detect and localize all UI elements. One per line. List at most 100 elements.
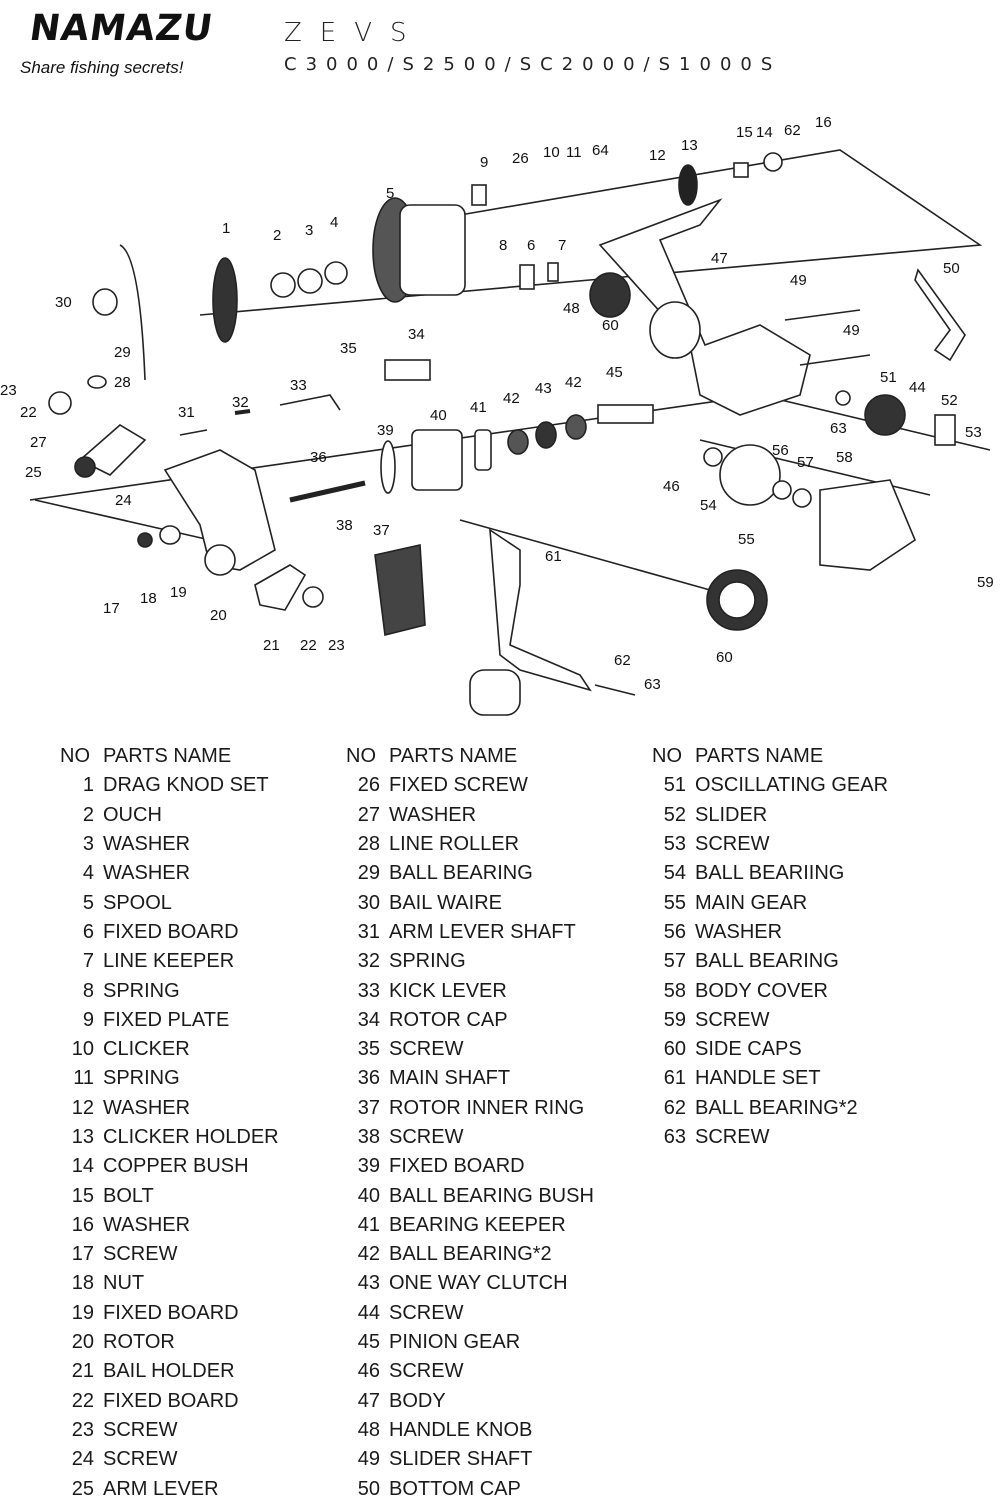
part-name: WASHER (103, 1096, 191, 1119)
bail-wire-part (119, 244, 146, 381)
callout-16: 16 (815, 114, 832, 131)
part-number: 29 (357, 862, 380, 885)
part-number: 26 (357, 774, 380, 797)
part-number: 57 (663, 950, 686, 973)
callout-8: 8 (499, 237, 507, 254)
part-number: 17 (71, 1243, 94, 1266)
part-name: FIXED PLATE (103, 1008, 230, 1031)
header-parts-name: PARTS NAME (695, 745, 824, 768)
table-row: 13 CLICKER HOLDER (60, 1123, 380, 1152)
part-number: 37 (357, 1096, 380, 1119)
header-no: NO (652, 745, 682, 768)
body-group (589, 198, 966, 446)
part-name: FIXED BOARD (103, 1389, 239, 1412)
callout-32: 32 (232, 394, 249, 411)
callout-56: 56 (772, 442, 789, 459)
part-name: OUCH (103, 803, 162, 826)
part-name: SCREW (389, 1038, 464, 1061)
part-name: SIDE CAPS (695, 1038, 802, 1061)
callout-9: 9 (480, 154, 488, 171)
part-name: WASHER (103, 862, 191, 885)
part-number: 33 (357, 979, 380, 1002)
callout-39: 39 (377, 422, 394, 439)
part-name: SCREW (103, 1243, 178, 1266)
callout-45: 45 (606, 364, 623, 381)
table-row: 54 BALL BEARIING (652, 859, 972, 888)
part-name: BODY (389, 1389, 446, 1412)
callout-60: 60 (602, 317, 619, 334)
gear-group (703, 444, 916, 631)
part-number: 14 (71, 1155, 94, 1178)
callout-42: 42 (503, 390, 520, 407)
part-name: COPPER BUSH (103, 1155, 249, 1178)
part-number: 35 (357, 1038, 380, 1061)
part-number: 13 (71, 1126, 94, 1148)
callout-37: 37 (373, 522, 390, 539)
callout-53: 53 (965, 424, 982, 441)
line-keeper-part (547, 262, 559, 282)
side-cap-inner (718, 581, 756, 619)
part-number: 49 (357, 1448, 380, 1471)
brand-logo: NAMAZU Share fishing secrets! (18, 6, 248, 82)
bottom-cap-part (914, 268, 966, 362)
ball-bearing-part-2 (565, 414, 587, 440)
logo-text: NAMAZU (27, 8, 216, 49)
rotor-part (163, 449, 276, 571)
part-name: SLIDER SHAFT (389, 1448, 533, 1471)
callout-57: 57 (797, 454, 814, 471)
part-name: FIXED BOARD (103, 1301, 239, 1324)
main-gear-part (719, 444, 781, 506)
part-name: MAIN SHAFT (389, 1067, 511, 1090)
part-name: DRAG KNOD SET (103, 774, 269, 797)
fixed-board-part-22 (302, 586, 324, 608)
callout-40: 40 (430, 407, 447, 424)
part-number: 28 (357, 833, 380, 856)
part-name: FIXED SCREW (389, 774, 528, 797)
callout-1: 1 (222, 220, 230, 237)
part-number: 18 (71, 1272, 94, 1295)
part-name: BEARING KEEPER (389, 1213, 566, 1236)
ball-bearing-part (507, 429, 529, 455)
part-number: 10 (71, 1038, 94, 1061)
part-name: CLICKER HOLDER (103, 1126, 279, 1148)
part-name: BALL BEARIING (695, 862, 845, 885)
body-cover-part (819, 479, 916, 571)
one-way-clutch-part (535, 421, 557, 449)
callout-27: 27 (30, 434, 47, 451)
callout-55: 55 (738, 531, 755, 548)
part-number: 31 (357, 920, 380, 943)
part-name: BALL BEARING (695, 950, 839, 973)
main-shaft-part (289, 480, 366, 503)
part-number: 44 (357, 1301, 380, 1324)
part-number: 5 (82, 891, 94, 914)
callout-64: 64 (592, 142, 609, 159)
callout-31: 31 (178, 404, 195, 421)
part-number: 38 (357, 1126, 380, 1148)
part-number: 54 (663, 862, 686, 885)
table-row: 35 SCREW (346, 1035, 666, 1064)
part-number: 11 (73, 1067, 94, 1090)
pinion-gear-part (597, 404, 654, 424)
part-number: 43 (357, 1272, 380, 1295)
callout-54: 54 (700, 497, 717, 514)
table-row: 49 SLIDER SHAFT (346, 1445, 666, 1474)
part-number: 7 (82, 950, 94, 973)
